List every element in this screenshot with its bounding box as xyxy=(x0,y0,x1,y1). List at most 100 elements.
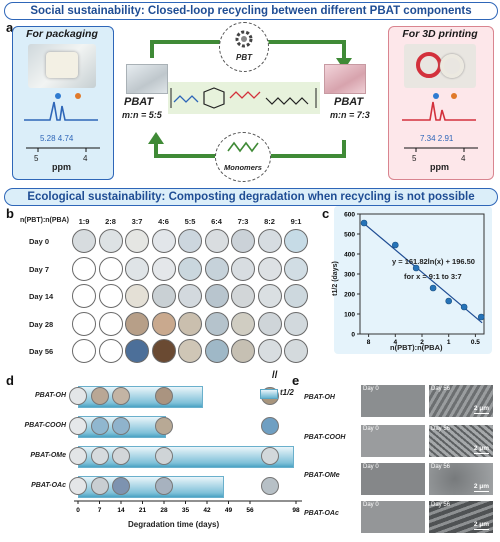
sample-thumbnail xyxy=(69,417,87,435)
time-tick-label: 42 xyxy=(203,507,211,514)
petri-dish xyxy=(72,284,96,308)
x-tick-label: 1 xyxy=(447,339,451,346)
x-tick-label: 4 xyxy=(393,339,397,346)
pbt-label: PBT xyxy=(236,53,252,62)
time-tick-label: 0 xyxy=(76,507,80,514)
petri-dish xyxy=(98,256,123,281)
x-tick-label: 0.5 xyxy=(471,339,480,346)
ratio-column-header: 2:8 xyxy=(105,217,116,226)
petri-dish xyxy=(98,311,123,336)
petri-dish xyxy=(125,284,149,308)
petri-dish xyxy=(204,339,229,363)
sample-thumbnail xyxy=(261,447,279,465)
data-point xyxy=(477,313,485,321)
petri-dish xyxy=(178,311,202,336)
sem-day-label: Day 56 xyxy=(431,386,451,392)
fit-equation: y = 161.82ln(x) + 196.50 xyxy=(392,257,475,266)
printing-nmr-spectrum xyxy=(402,93,478,152)
right-pbat-label: PBAT xyxy=(334,96,364,108)
petri-dish xyxy=(151,284,176,308)
petri-dish xyxy=(125,256,149,281)
printing-nmr-peaks: 7.34 2.91 xyxy=(420,134,454,143)
petri-dish xyxy=(257,311,282,336)
day-row-label: Day 14 xyxy=(29,292,54,301)
panel-d-letter: d xyxy=(6,373,14,388)
day-row-label: Day 56 xyxy=(29,347,54,356)
ratio-column-header: 1:9 xyxy=(78,217,90,226)
petri-dish xyxy=(284,284,308,308)
gear-icon xyxy=(235,30,253,48)
sem-day-label: Day 0 xyxy=(363,426,379,432)
time-tick-label: 28 xyxy=(160,507,168,514)
ratio-column-header: 8:2 xyxy=(264,217,275,226)
sample-thumbnail xyxy=(261,417,279,435)
left-ppm-label: ppm xyxy=(52,162,71,172)
petri-dish xyxy=(151,339,176,363)
ecological-sustainability-banner: Ecological sustainability: Composting de… xyxy=(4,188,498,206)
pbat-73-sample-block xyxy=(324,64,366,94)
y-tick-label: 500 xyxy=(344,232,355,239)
y-tick-label: 600 xyxy=(344,212,355,219)
data-point xyxy=(412,264,420,272)
petri-dish xyxy=(204,311,229,336)
petri-dish xyxy=(257,256,282,281)
sample-thumbnail xyxy=(69,477,87,495)
day-row-label: Day 7 xyxy=(29,264,50,274)
left-tick-4: 4 xyxy=(83,154,88,163)
petri-dish xyxy=(72,256,96,281)
petri-dish xyxy=(231,256,255,281)
sample-thumbnail xyxy=(112,447,130,465)
sample-thumbnail xyxy=(112,417,130,435)
sem-sample-label: PBAT-OH xyxy=(304,394,335,401)
petri-dish xyxy=(125,311,149,336)
petri-dish xyxy=(178,256,202,281)
ratio-column-header: 3:7 xyxy=(131,217,143,226)
degradation-sample-label: PBAT-OMe xyxy=(30,452,66,459)
petri-dish xyxy=(98,339,123,363)
sem-day56-image: Day 56 2 μm xyxy=(428,462,494,496)
c-ylabel: t1/2 (days) xyxy=(331,261,339,296)
time-tick-label: 49 xyxy=(225,507,233,514)
petri-dish xyxy=(151,311,176,336)
petri-dish xyxy=(284,256,308,281)
sample-thumbnail xyxy=(90,477,109,495)
petri-dish xyxy=(72,339,96,363)
sem-day-label: Day 0 xyxy=(363,502,379,508)
t-half-legend-label: t1/2 xyxy=(280,388,294,397)
day-row-label: Day 28 xyxy=(29,319,54,329)
panel-b-letter: b xyxy=(6,206,14,221)
sample-thumbnail xyxy=(69,387,87,405)
petri-dish xyxy=(231,284,255,308)
panel-a-letter: a xyxy=(6,20,14,35)
right-tick-5: 5 xyxy=(412,154,417,163)
sem-sample-label: PBAT-OAc xyxy=(304,510,339,517)
petri-dish xyxy=(257,284,282,308)
ratio-column-header: 6:4 xyxy=(211,217,222,226)
right-ppm-label: ppm xyxy=(430,162,449,172)
time-tick-label: 98 xyxy=(292,507,300,514)
sem-day0-image: Day 0 xyxy=(360,424,426,458)
sem-scale-bar: 2 μm xyxy=(473,483,489,492)
sem-day0-image: Day 0 xyxy=(360,384,426,418)
printing-title: For 3D printing xyxy=(402,28,478,40)
sem-scale-bar: 2 μm xyxy=(473,405,489,414)
data-point xyxy=(460,303,468,311)
sem-day-label: Day 56 xyxy=(431,502,451,508)
petri-dish xyxy=(125,339,149,363)
sample-thumbnail xyxy=(112,387,130,405)
right-ratio-label: m:n = 7:3 xyxy=(330,110,370,120)
sem-day-label: Day 56 xyxy=(431,464,451,470)
time-tick-label: 35 xyxy=(182,507,190,514)
ratio-column-header: 5:5 xyxy=(184,217,196,226)
packaging-title: For packaging xyxy=(26,28,98,40)
y-tick-label: 200 xyxy=(344,292,355,299)
time-tick-label: 7 xyxy=(98,507,102,514)
sample-thumbnail xyxy=(155,387,173,405)
petri-dish xyxy=(284,339,308,363)
petri-dish xyxy=(204,256,229,281)
sample-thumbnail xyxy=(112,477,130,495)
data-point xyxy=(360,219,368,227)
petri-dish xyxy=(204,229,229,253)
